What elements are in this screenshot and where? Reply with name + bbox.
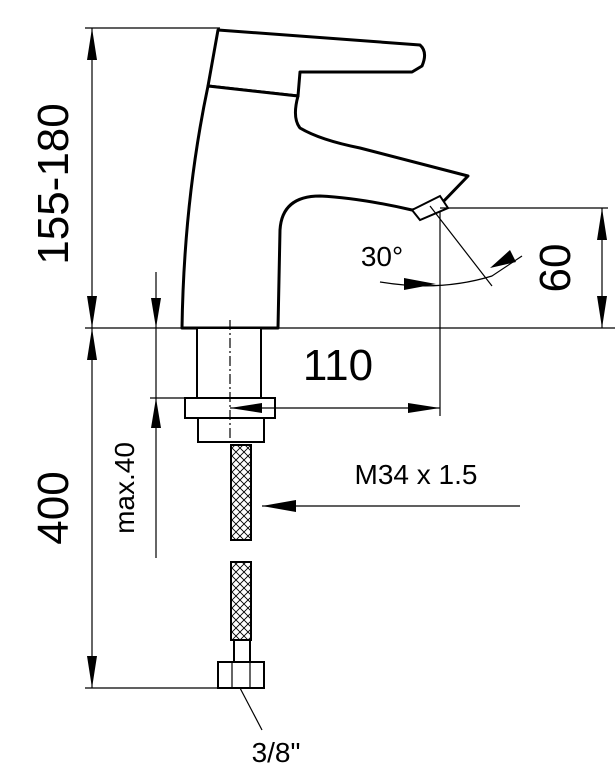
hose-ferrule bbox=[233, 639, 251, 663]
washer bbox=[197, 417, 265, 443]
angle-label: 30° bbox=[361, 241, 403, 272]
faucet-body bbox=[180, 28, 470, 330]
hose-nut bbox=[217, 661, 265, 689]
shank bbox=[196, 327, 262, 399]
thread-label: M34 x 1.5 bbox=[355, 459, 478, 490]
below-counter-label: 400 bbox=[29, 471, 78, 544]
spout-height-label: 60 bbox=[531, 244, 580, 293]
connection-label: 3/8" bbox=[252, 737, 301, 768]
spout bbox=[180, 84, 470, 330]
flexible-hose bbox=[217, 444, 265, 689]
hose-lower bbox=[230, 561, 252, 641]
lever-handle bbox=[206, 28, 427, 98]
spout-reach-label: 110 bbox=[303, 341, 373, 390]
total-height-label: 155-180 bbox=[29, 103, 78, 264]
dimension-lines bbox=[85, 27, 615, 731]
hose-upper bbox=[230, 444, 252, 541]
max-thickness-label: max.40 bbox=[109, 442, 140, 534]
mounting-assembly bbox=[184, 320, 276, 445]
